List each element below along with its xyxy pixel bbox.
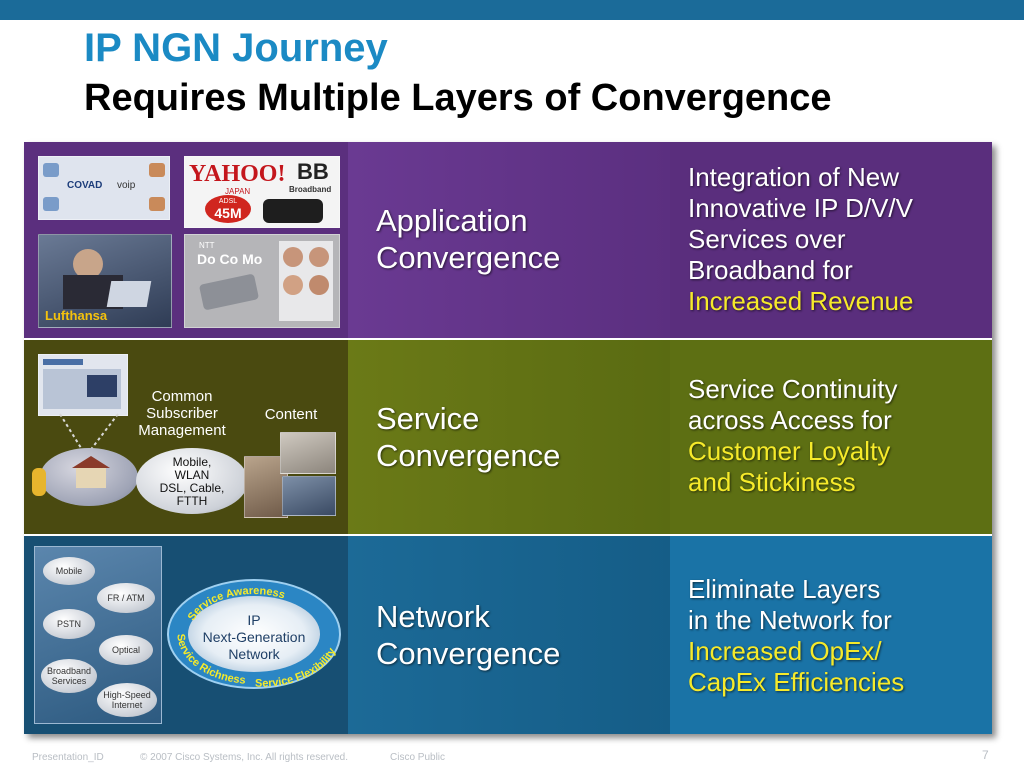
benefit-line: across Access for	[688, 405, 892, 435]
service-label: Service Convergence	[376, 400, 560, 474]
ntt-text: NTT	[199, 241, 215, 250]
pstn-cloud: PSTN	[43, 609, 95, 639]
label-line: IP	[247, 612, 261, 628]
broadband-services-cloud: Broadband Services	[41, 659, 97, 693]
benefit-line: Eliminate Layers	[688, 574, 881, 604]
benefit-line: Integration of New	[688, 162, 900, 192]
service-images: Common Subscriber Management Content Mob…	[24, 340, 348, 534]
video-call-photo	[282, 476, 336, 516]
label-line: WLAN	[174, 468, 210, 482]
content-label: Content	[264, 406, 318, 423]
copyright-notice: © 2007 Cisco Systems, Inc. All rights re…	[140, 752, 349, 763]
benefit-line: in the Network for	[688, 605, 892, 635]
covad-voip-image: COVAD voip	[38, 156, 170, 220]
mobile-cloud: Mobile	[43, 557, 95, 585]
service-label-cell: Service Convergence	[348, 340, 670, 534]
ip-ngn-ring: Service Awareness Service Richness Servi…	[167, 579, 341, 690]
network-row: Mobile FR / ATM PSTN Optical Broadband S…	[24, 536, 992, 734]
label-line: Management	[138, 422, 226, 439]
slide-subtitle: Requires Multiple Layers of Convergence	[84, 77, 832, 119]
application-label: Application Convergence	[376, 202, 560, 276]
adsl-speed: 45M	[214, 205, 242, 221]
label-line: DSL, Cable,	[159, 481, 225, 495]
label-line: Common	[151, 388, 213, 405]
classification-label: Cisco Public	[390, 752, 446, 763]
benefit-highlight: and Stickiness	[688, 467, 856, 497]
application-label-cell: Application Convergence	[348, 142, 670, 338]
docomo-image: NTT Do Co Mo	[184, 234, 340, 328]
benefit-highlight: Customer Loyalty	[688, 436, 891, 466]
benefit-line: Innovative IP D/V/V	[688, 193, 913, 223]
application-row: COVAD voip YAHOO! JAPAN BB Broadband ADS…	[24, 142, 992, 338]
benefit-line: Broadband for	[688, 255, 853, 285]
label-line: Convergence	[376, 240, 561, 275]
service-row: Common Subscriber Management Content Mob…	[24, 340, 992, 534]
label-line: Convergence	[376, 636, 561, 671]
lufthansa-image: Lufthansa	[38, 234, 172, 328]
lufthansa-logo-text: Lufthansa	[45, 308, 108, 323]
label-line: Network	[376, 599, 490, 634]
service-benefit-cell: Service Continuity across Access for Cus…	[670, 340, 992, 534]
broadband-text: Broadband	[289, 185, 332, 194]
common-subscriber-label: Common Subscriber Management	[132, 388, 232, 439]
yahoo-bb-ad: YAHOO! JAPAN BB Broadband ADSL 45M	[184, 156, 340, 228]
application-benefit-text: Integration of New Innovative IP D/V/V S…	[688, 162, 913, 317]
network-images: Mobile FR / ATM PSTN Optical Broadband S…	[24, 536, 348, 734]
label-line: FTTH	[176, 494, 208, 508]
page-number: 7	[982, 748, 989, 762]
network-benefit-cell: Eliminate Layers in the Network for Incr…	[670, 536, 992, 734]
label-line: Next-Generation	[202, 629, 306, 645]
label-line: Mobile,	[172, 455, 212, 469]
optical-cloud: Optical	[99, 635, 153, 665]
slide-title: IP NGN Journey	[84, 26, 388, 70]
handheld-photo	[280, 432, 336, 474]
game-console-image	[263, 199, 323, 223]
network-label-cell: Network Convergence	[348, 536, 670, 734]
label-line: Application	[376, 203, 528, 238]
docomo-logo-text: Do Co Mo	[197, 251, 263, 267]
application-images: COVAD voip YAHOO! JAPAN BB Broadband ADS…	[24, 142, 348, 338]
subscriber-portal-screenshot	[38, 354, 128, 416]
label-line: Subscriber	[146, 405, 218, 422]
japan-text: JAPAN	[225, 187, 251, 196]
adsl-badge: ADSL 45M	[205, 195, 251, 223]
benefit-highlight: CapEx Efficiencies	[688, 667, 905, 697]
application-benefit-cell: Integration of New Innovative IP D/V/V S…	[670, 142, 992, 338]
label-line: Service	[376, 401, 480, 436]
convergence-table: COVAD voip YAHOO! JAPAN BB Broadband ADS…	[24, 142, 992, 734]
label-line: Convergence	[376, 438, 561, 473]
bb-logo-text: BB	[297, 159, 329, 184]
home-cloud	[40, 448, 138, 506]
presentation-id: Presentation_ID	[32, 752, 104, 763]
benefit-line: Services over	[688, 224, 846, 254]
high-speed-internet-cloud: High-Speed Internet	[97, 683, 157, 717]
voip-logo-text: voip	[117, 180, 136, 191]
network-label: Network Convergence	[376, 598, 560, 672]
legacy-networks-panel: Mobile FR / ATM PSTN Optical Broadband S…	[34, 546, 162, 724]
benefit-line: Service Continuity	[688, 374, 898, 404]
label-line: Network	[228, 646, 280, 662]
network-benefit-text: Eliminate Layers in the Network for Incr…	[688, 574, 904, 698]
yahoo-logo-text: YAHOO!	[189, 161, 286, 187]
top-accent-bar	[0, 0, 1024, 20]
access-cloud: Mobile, WLAN DSL, Cable, FTTH	[136, 448, 248, 514]
benefit-highlight: Increased Revenue	[688, 286, 914, 316]
person-icon	[32, 468, 46, 496]
adsl-label: ADSL	[218, 198, 238, 205]
access-cloud-label: Mobile, WLAN DSL, Cable, FTTH	[136, 456, 248, 508]
ip-ngn-core-label: IP Next-Generation Network	[184, 612, 324, 663]
service-benefit-text: Service Continuity across Access for Cus…	[688, 374, 898, 498]
covad-logo-text: COVAD	[67, 180, 103, 191]
benefit-highlight: Increased OpEx/	[688, 636, 882, 666]
fr-atm-cloud: FR / ATM	[97, 583, 155, 613]
